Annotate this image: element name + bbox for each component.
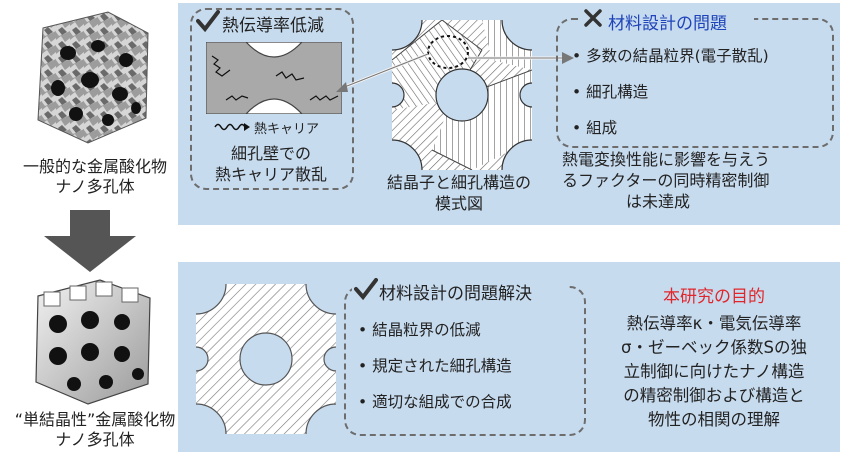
bottom-material-caption: “単結晶性”金属酸化物 ナノ多孔体 [0,410,190,450]
problem-conclusion-line3: は未達成 [626,192,691,211]
problem-item-label: 組成 [586,119,618,137]
cross-icon [584,9,602,27]
purpose-line4: の精密制御および構造と [623,386,805,405]
problem-item-label: 細孔構造 [586,83,649,101]
top-material-caption-line1: 一般的な金属酸化物 [22,157,167,176]
pore-wall-scattering-illustration [206,42,342,114]
problem-item: • 組成 [572,119,618,137]
model-caption: 結晶子と細孔構造の 模式図 [364,172,554,214]
crystallite-pore-model-top [392,20,532,170]
purpose-line2: σ・ゼーベック係数Sの独 [621,338,807,357]
polycrystalline-porous-image [37,11,149,144]
link-arrow-right [468,52,574,64]
heat-carrier-legend: 熱キャリア [254,122,320,137]
purpose-text: 熱伝導率κ・電気伝導率 σ・ゼーベック係数Sの独 立制御に向けたナノ構造 の精密… [592,312,836,432]
purpose-line5: 物性の相関の理解 [648,410,780,429]
purpose-line3: 立制御に向けたナノ構造 [623,362,805,381]
solution-item-label: 結晶粒界の低減 [372,321,481,339]
problem-conclusion: 熱電変換性能に影響を与えう るファクターの同時精密制御 は未達成 [562,149,770,212]
problem-conclusion-line2: るファクターの同時精密制御 [562,171,770,190]
single-crystal-model [196,284,336,434]
thermal-reduction-box [190,8,354,190]
solution-item-label: 適切な組成での合成 [372,393,512,411]
problem-item-label: 多数の結晶粒界(電子散乱) [586,47,769,65]
solution-item: • 結晶粒界の低減 [358,321,481,339]
heat-carrier-wave-icon [214,123,250,131]
problem-conclusion-line1: 熱電変換性能に影響を与えう [562,150,771,169]
problem-box-title: 材料設計の問題 [608,14,727,34]
checkmark-icon [196,10,220,32]
solution-box-title-bg [352,276,568,300]
single-crystal-porous-image [35,279,151,405]
thermal-box-caption-line2: 熱キャリア散乱 [214,165,327,184]
thermal-box-caption-line1: 細孔壁での [230,144,311,163]
problem-box-title-bg [578,8,754,30]
thermal-box-title: 熱伝導率低減 [222,16,324,36]
top-material-caption: 一般的な金属酸化物 ナノ多孔体 [5,157,185,197]
problem-item: • 多数の結晶粒界(電子散乱) [572,47,769,65]
model-caption-line2: 模式図 [434,194,483,213]
thermal-box-caption: 細孔壁での 熱キャリア散乱 [194,143,348,185]
bottom-material-caption-line2: ナノ多孔体 [55,430,135,449]
bottom-material-caption-line1: “単結晶性”金属酸化物 [14,410,176,429]
solution-item-label: 規定された細孔構造 [372,357,512,375]
checkmark-icon [354,278,378,300]
problem-item: • 細孔構造 [572,83,649,101]
solution-box-title: 材料設計の問題解決 [379,284,532,304]
top-material-caption-line2: ナノ多孔体 [55,177,135,196]
solution-item: • 適切な組成での合成 [358,393,512,411]
purpose-title: 本研究の目的 [663,287,765,307]
down-arrow-icon [44,210,136,272]
model-caption-line1: 結晶子と細孔構造の [386,173,531,192]
purpose-line1: 熱伝導率κ・電気伝導率 [626,314,802,333]
solution-item: • 規定された細孔構造 [358,357,512,375]
link-arrow-left [336,52,429,92]
